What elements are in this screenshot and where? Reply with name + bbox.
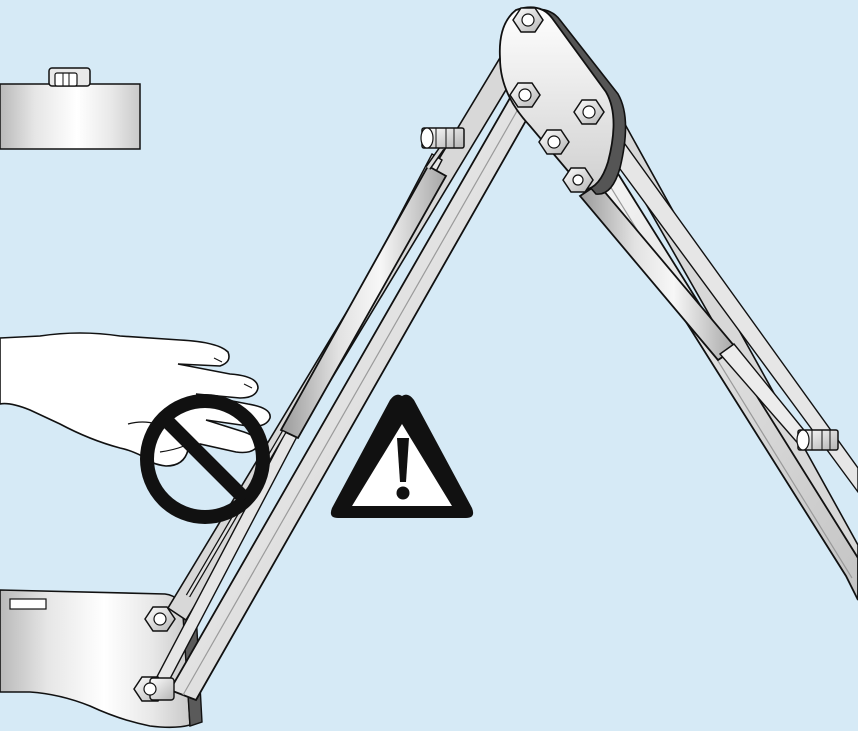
bolt-top-hinge-3	[573, 99, 605, 125]
bolt-top-hinge-1	[512, 7, 544, 33]
bolt-top-hinge-2	[509, 82, 541, 108]
upper-left-plate	[0, 67, 141, 150]
right-spring-bottom-mount	[796, 429, 839, 451]
bolt-base-2	[133, 676, 175, 702]
left-gas-spring	[185, 127, 465, 598]
bolt-base-1	[144, 606, 176, 632]
bolt-top-hinge-5	[562, 167, 594, 193]
warning-triangle-exclamation-icon	[330, 394, 474, 518]
right-gas-spring	[578, 182, 839, 451]
left-arm	[148, 36, 542, 702]
bolts	[133, 7, 605, 702]
top-hinge-plate	[498, 6, 627, 195]
left-spring-top-mount	[420, 127, 465, 149]
bolt-top-hinge-4	[538, 129, 570, 155]
no-touch-prohibition-icon	[140, 394, 270, 524]
